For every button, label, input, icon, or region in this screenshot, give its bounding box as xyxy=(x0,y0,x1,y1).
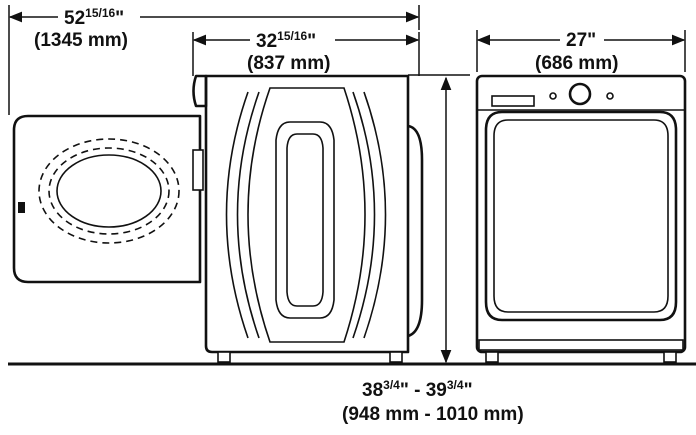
rear-bump xyxy=(407,124,424,338)
height-metric: (948 mm - 1010 mm) xyxy=(342,404,524,425)
height-dimension: 383/4" - 393/4" (948 mm - 1010 mm) xyxy=(342,74,524,425)
width-metric: (686 mm) xyxy=(535,53,618,74)
washer-side-view xyxy=(12,74,424,363)
depth-dimension: 3215/16" (837 mm) xyxy=(192,29,420,76)
top-knob-icon xyxy=(192,74,208,108)
height-imperial: 383/4" - 393/4" xyxy=(362,378,473,401)
door-hinge-icon xyxy=(192,149,204,191)
door-latch-icon xyxy=(18,202,25,213)
side-window xyxy=(275,121,335,319)
control-dial-icon xyxy=(568,82,592,106)
depth-imperial: 3215/16" xyxy=(256,29,316,52)
cabinet-side xyxy=(204,74,410,354)
washer-front-view xyxy=(475,74,687,363)
side-foot-front xyxy=(217,351,231,363)
depth-door-open-metric: (1345 mm) xyxy=(34,30,128,51)
depth-door-open-imperial: 5215/16" xyxy=(64,6,124,29)
width-imperial: 27" xyxy=(566,30,596,51)
front-foot-right xyxy=(663,351,677,363)
depth-metric: (837 mm) xyxy=(247,53,330,74)
side-foot-rear xyxy=(389,351,403,363)
dispenser-drawer-icon xyxy=(491,95,535,107)
status-light-icon xyxy=(606,92,614,100)
front-door xyxy=(484,110,678,322)
control-button-icon xyxy=(549,92,557,100)
open-door xyxy=(12,114,202,284)
width-dimension: 27" (686 mm) xyxy=(476,30,686,74)
front-foot-left xyxy=(485,351,499,363)
cabinet-front xyxy=(475,74,687,354)
depth-door-open-dimension: 5215/16" (1345 mm) xyxy=(8,5,420,115)
